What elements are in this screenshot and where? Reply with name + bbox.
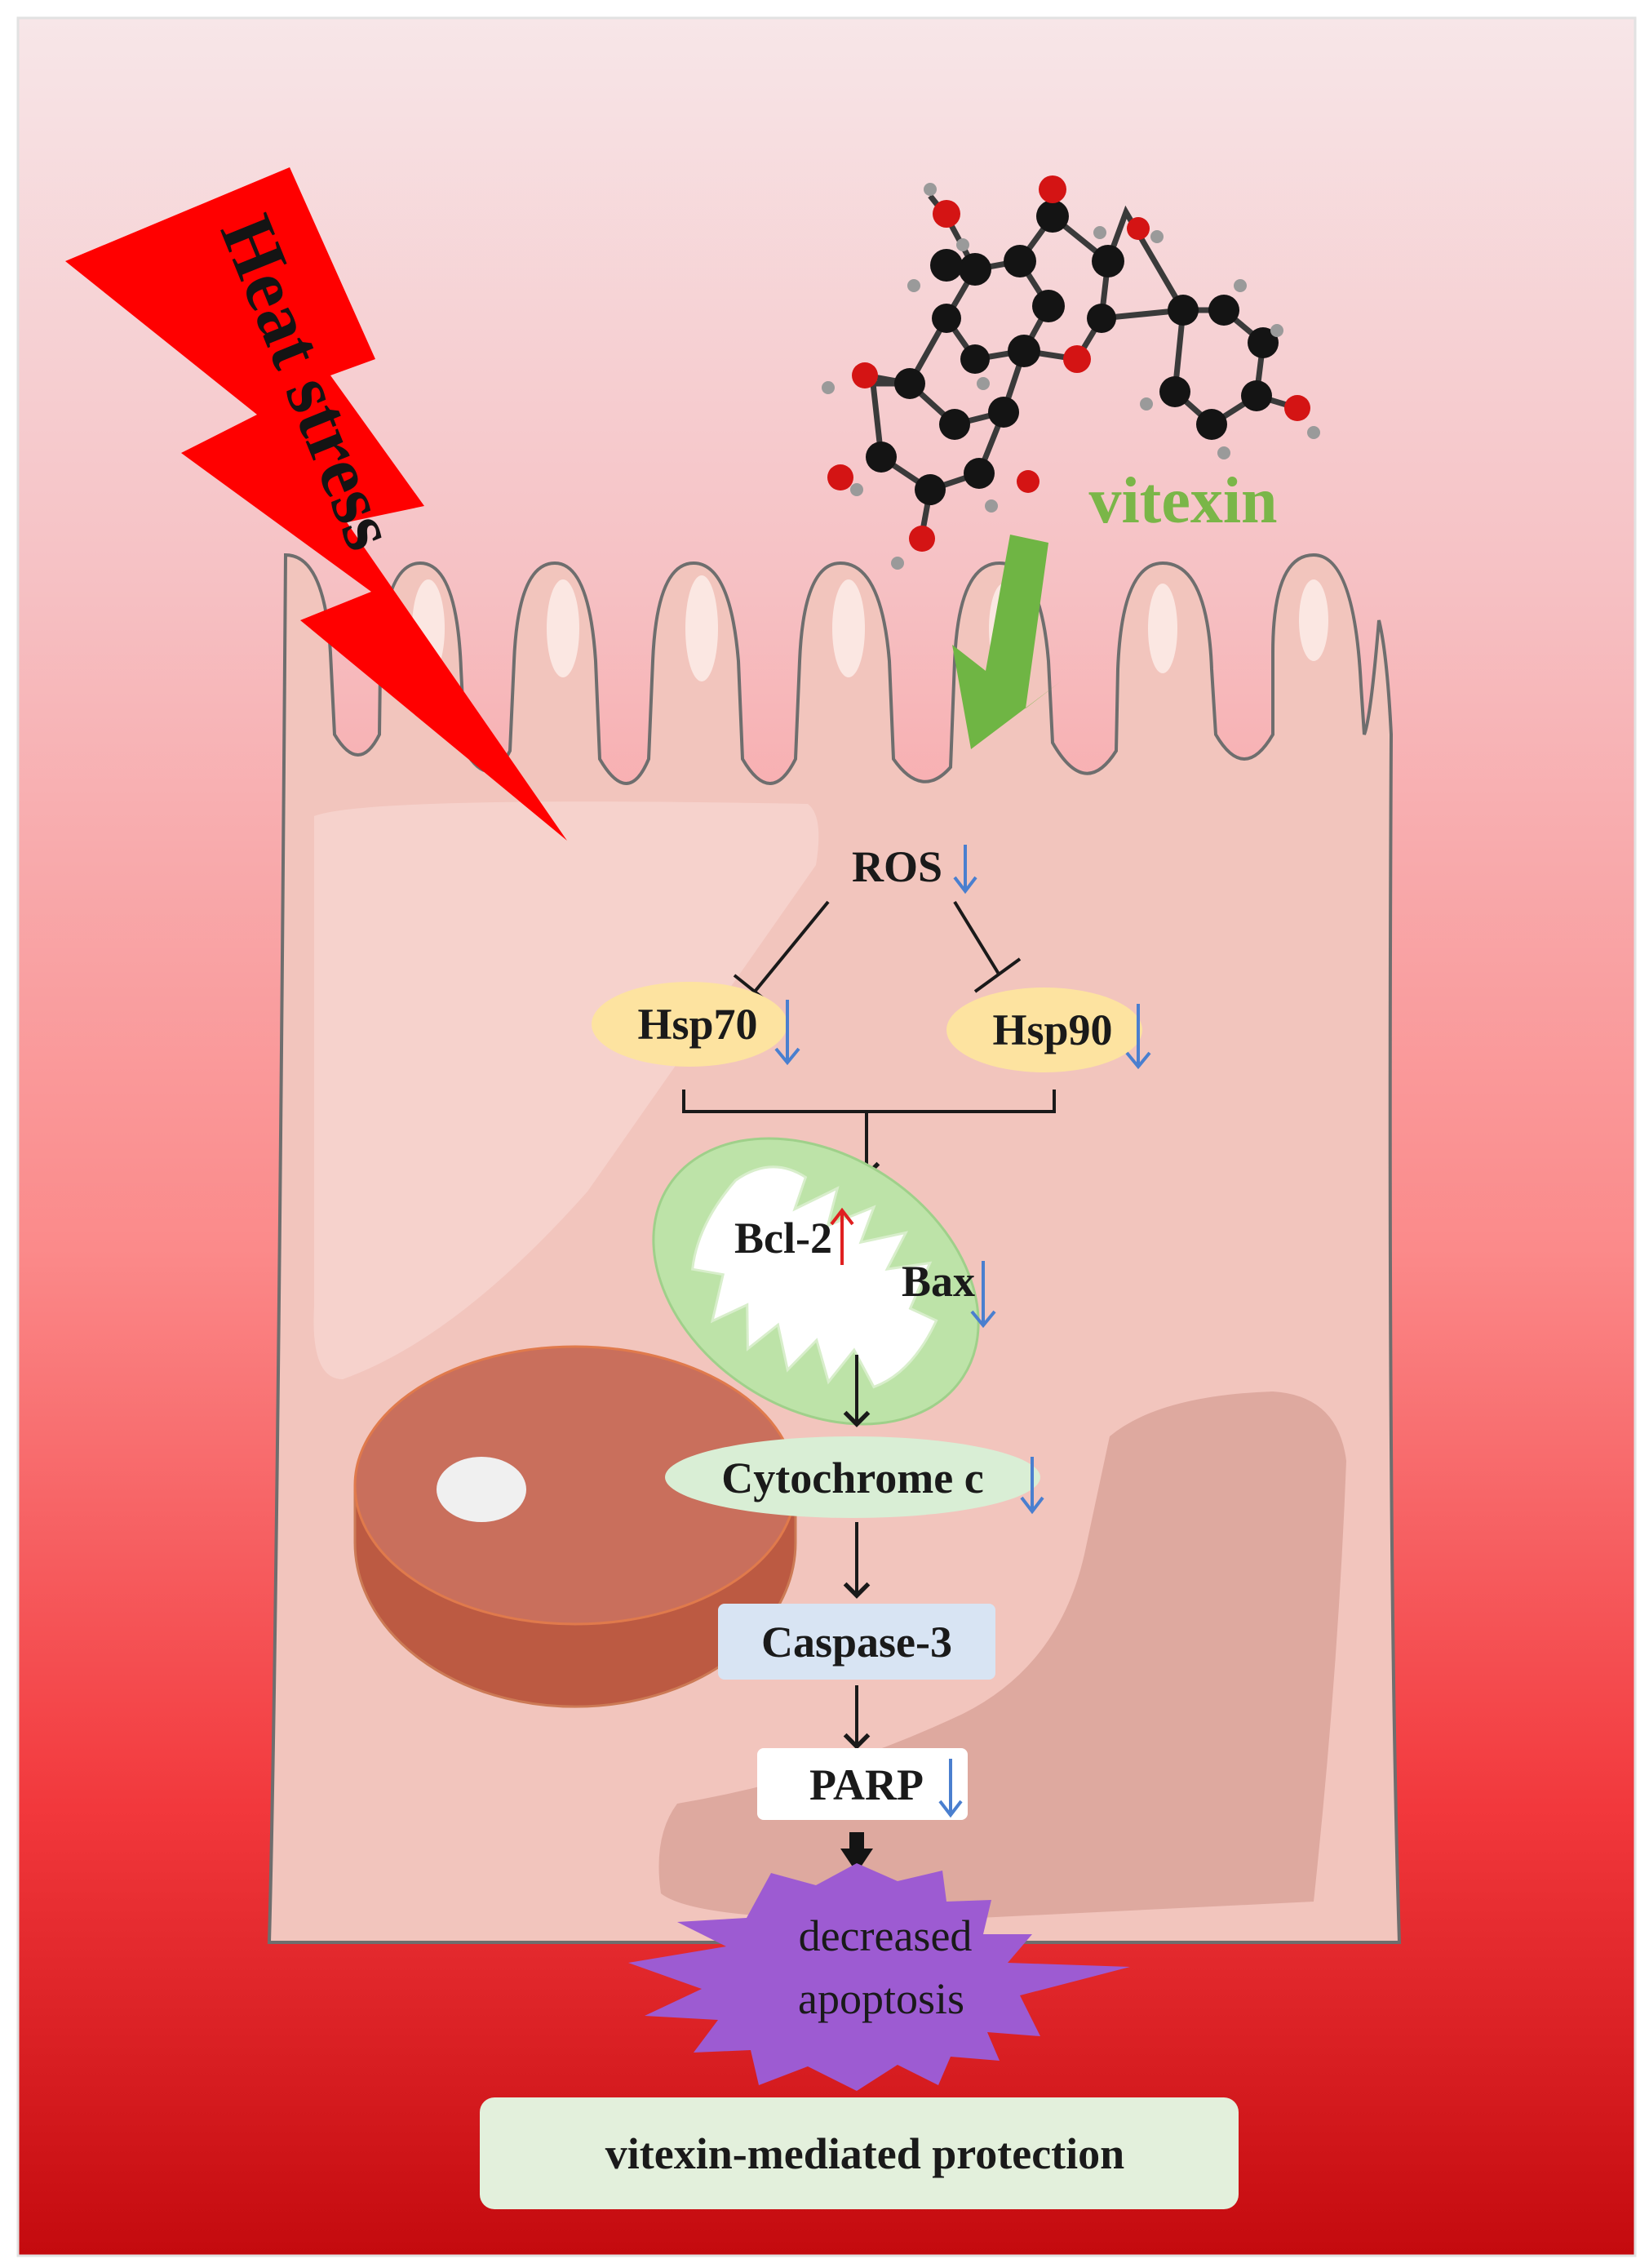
ros-node: ROS	[852, 842, 977, 894]
nucleus	[353, 1345, 797, 1708]
cytochrome-c-node: Cytochrome c	[665, 1436, 1044, 1518]
vitexin-label: vitexin	[1088, 465, 1277, 537]
ros-inhibits-hsp	[733, 900, 1022, 1010]
vitexin-molecule	[822, 175, 1320, 570]
vitexin-arrow	[952, 535, 1061, 749]
hsp90-label: Hsp90	[992, 1005, 1112, 1054]
bax-label: Bax	[902, 1257, 975, 1306]
parp-node: PARP	[757, 1748, 968, 1820]
down-arrow-icon	[970, 1261, 996, 1329]
mitochondrion: Bcl-2 Bax	[652, 1137, 996, 1426]
outcome-line2: apoptosis	[798, 1974, 964, 2023]
footer-box: vitexin-mediated protection	[480, 2097, 1239, 2209]
down-arrow-icon	[774, 1000, 800, 1066]
up-arrow-icon	[830, 1207, 854, 1265]
cytochrome-c-label: Cytochrome c	[721, 1454, 983, 1502]
down-arrow-icon	[938, 1759, 963, 1818]
hsp70-node: Hsp70	[592, 982, 800, 1067]
caspase-3-label: Caspase-3	[761, 1618, 952, 1667]
cytoplasm-patch	[313, 801, 819, 1379]
outcome-line1: decreased	[799, 1911, 973, 1960]
parp-label: PARP	[809, 1760, 924, 1809]
hsp70-label: Hsp70	[637, 1000, 757, 1049]
bcl2-label: Bcl-2	[734, 1214, 832, 1263]
down-arrow-icon	[953, 845, 977, 894]
hsp90-node: Hsp90	[946, 988, 1151, 1072]
footer-label: vitexin-mediated protection	[605, 2129, 1124, 2178]
down-arrow-icon	[1020, 1457, 1044, 1515]
outcome-burst: decreased apoptosis	[628, 1863, 1130, 2091]
caspase-3-node: Caspase-3	[718, 1604, 995, 1680]
down-arrow-icon	[1125, 1004, 1151, 1070]
ros-label: ROS	[852, 842, 942, 891]
arrow-parp-to-outcome	[840, 1832, 873, 1873]
